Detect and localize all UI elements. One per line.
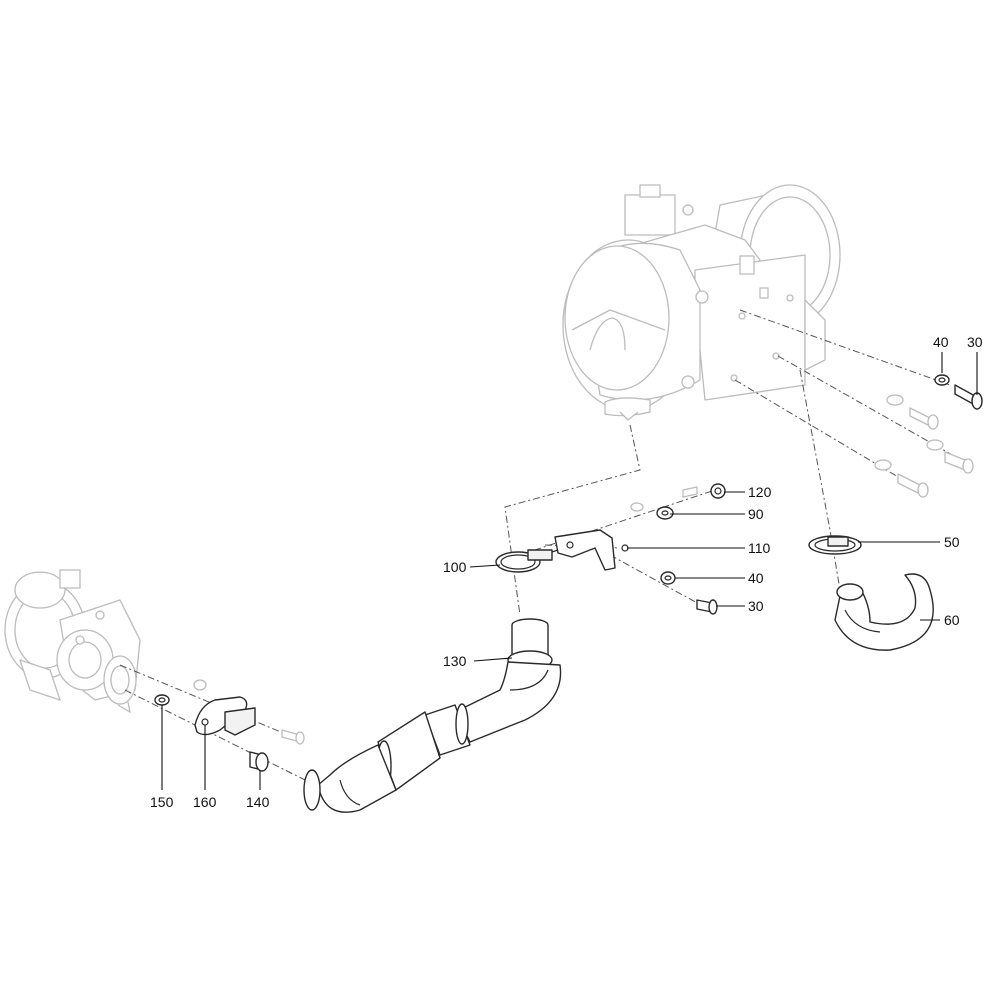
callout-40-mid: 40 — [748, 570, 764, 586]
air-filter-housing-ghost — [562, 184, 841, 421]
callout-90: 90 — [748, 506, 764, 522]
turbocharger-ghost — [4, 569, 141, 714]
bracket-hardware — [554, 483, 726, 615]
callout-120: 120 — [748, 484, 772, 500]
callout-30-mid: 30 — [748, 598, 764, 614]
callout-30-top: 30 — [967, 334, 983, 350]
callout-40-top: 40 — [933, 334, 949, 350]
callout-50: 50 — [944, 534, 960, 550]
callout-150: 150 — [150, 794, 174, 810]
housing-hardware — [874, 374, 983, 498]
callout-labels: 30 40 120 90 110 50 100 40 30 60 130 150… — [150, 334, 983, 810]
leader-lines — [161, 352, 978, 790]
callout-130: 130 — [443, 653, 467, 669]
hose-clamp-100 — [495, 549, 559, 573]
hose-clamp-50 — [808, 535, 862, 555]
callout-160: 160 — [193, 794, 217, 810]
callout-110: 110 — [748, 540, 771, 556]
turbo-hardware — [154, 679, 305, 772]
callout-60: 60 — [944, 612, 960, 628]
callout-100: 100 — [443, 559, 467, 575]
elbow-hose-60 — [834, 573, 934, 651]
intake-pipe-130 — [303, 618, 562, 813]
callout-140: 140 — [246, 794, 270, 810]
